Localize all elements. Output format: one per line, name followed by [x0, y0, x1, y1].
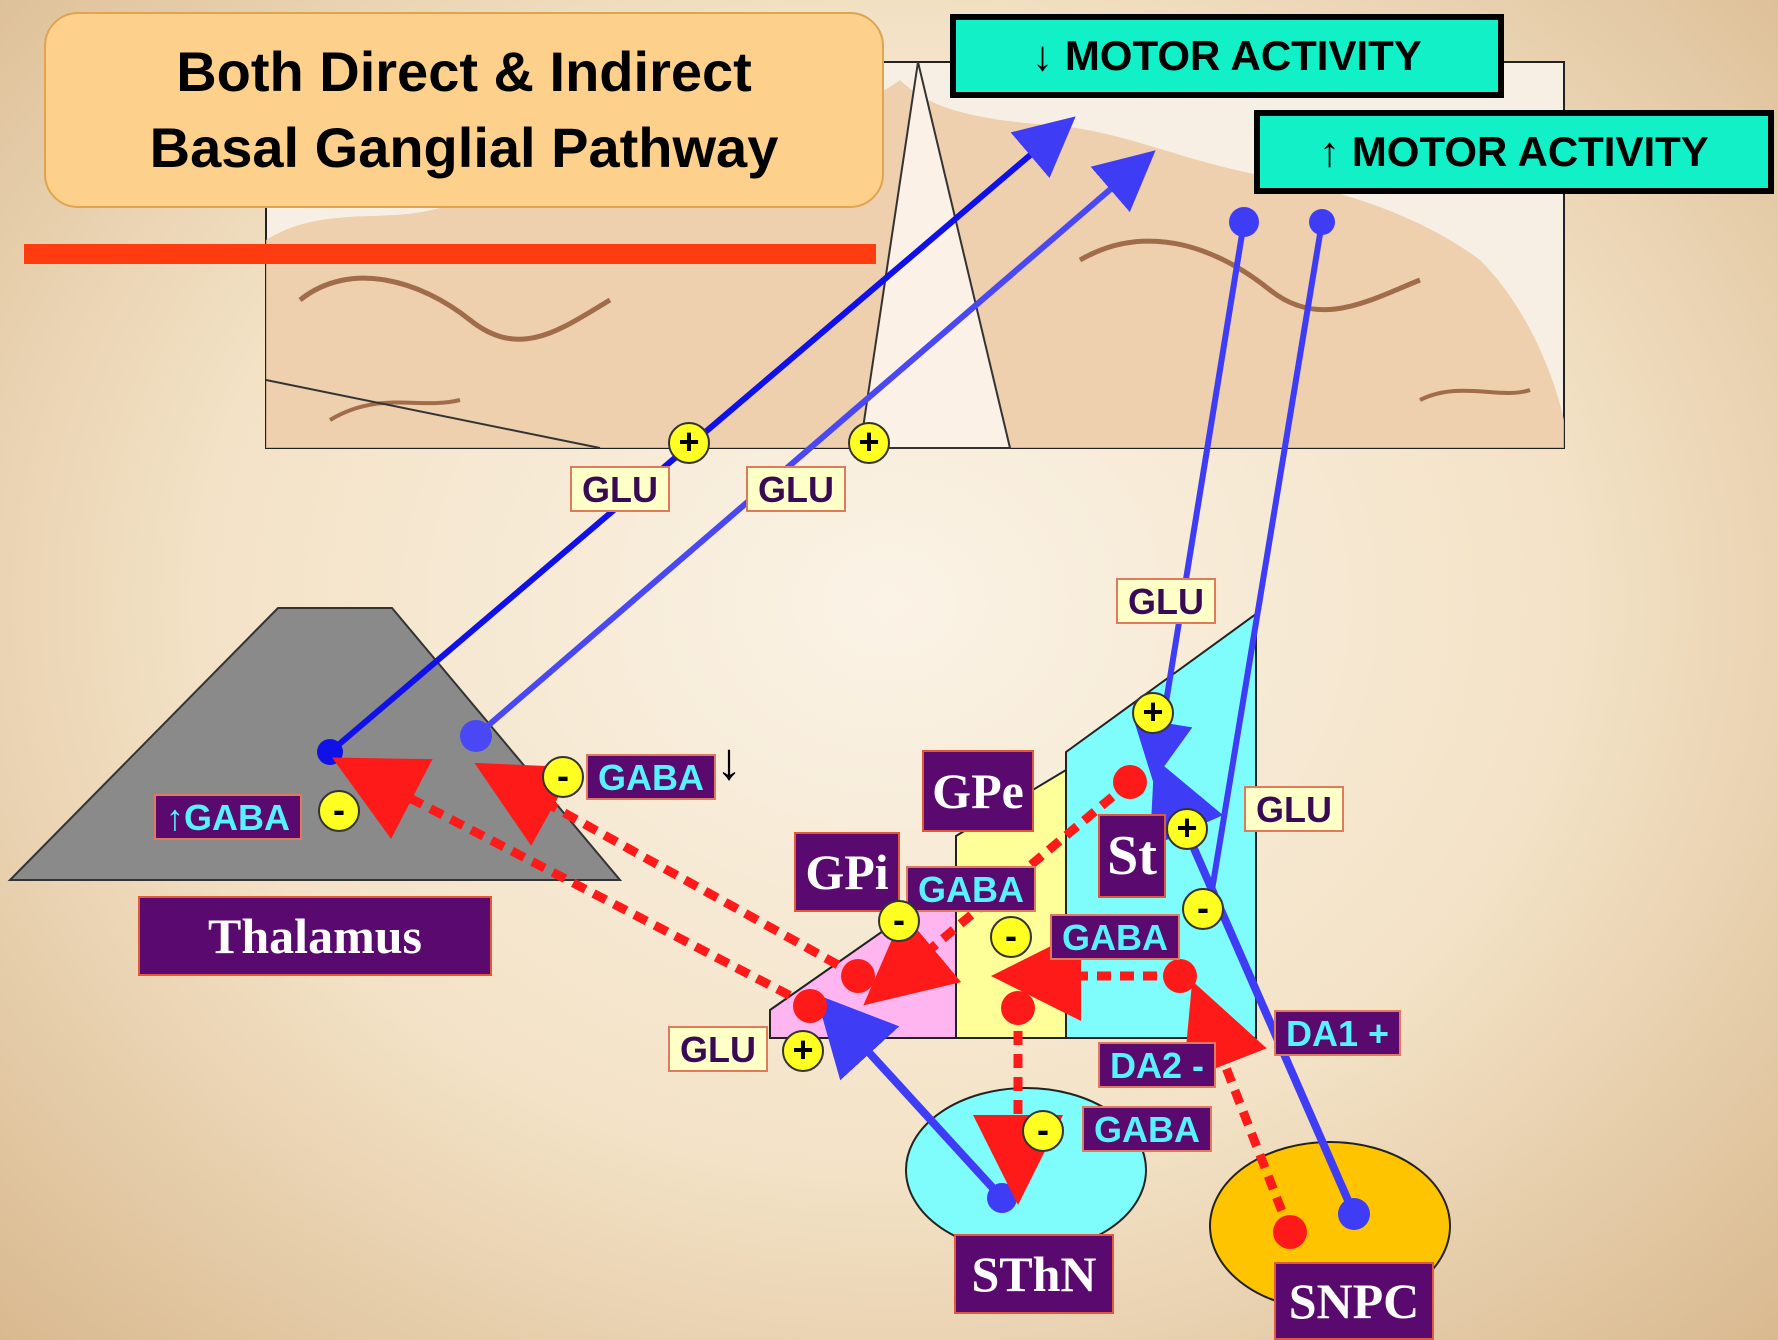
- plus-sign: +: [1166, 808, 1208, 850]
- da2-tag: DA2 -: [1098, 1042, 1216, 1088]
- minus-sign: -: [542, 756, 584, 798]
- glu-tag: GLU: [1116, 578, 1216, 624]
- terminal-red: [1113, 765, 1147, 799]
- gaba-tag: GABA: [1082, 1106, 1212, 1152]
- minus-sign: -: [1022, 1110, 1064, 1152]
- plus-sign: +: [1132, 692, 1174, 734]
- gaba-tag: ↑GABA: [154, 794, 302, 840]
- sthn-label: SThN: [954, 1234, 1114, 1314]
- terminal-blue: [460, 720, 492, 752]
- glu-tag: GLU: [668, 1026, 768, 1072]
- minus-sign: -: [318, 790, 360, 832]
- terminal-red: [1163, 959, 1197, 993]
- gaba-tag: GABA: [1050, 914, 1180, 960]
- thalamus-shape: [10, 608, 620, 880]
- terminal-red: [1001, 991, 1035, 1025]
- minus-sign: -: [990, 916, 1032, 958]
- glu-tag: GLU: [570, 466, 670, 512]
- title-banner: Both Direct & Indirect Basal Ganglial Pa…: [44, 12, 884, 208]
- thalamus-label: Thalamus: [138, 896, 492, 976]
- st-label: St: [1098, 814, 1166, 898]
- gpi-label: GPi: [794, 832, 900, 912]
- terminal-red: [793, 989, 827, 1023]
- glu-tag: GLU: [746, 466, 846, 512]
- terminal-blue: [1309, 209, 1335, 235]
- terminal-blue: [317, 739, 343, 765]
- gaba-tag: GABA: [586, 754, 716, 800]
- title-underline: [24, 244, 876, 264]
- motor-activity-decrease-box: ↓ MOTOR ACTIVITY: [950, 14, 1504, 98]
- title-line-1: Both Direct & Indirect: [150, 34, 779, 110]
- title-line-2: Basal Ganglial Pathway: [150, 110, 779, 186]
- snpc-label: SNPC: [1274, 1262, 1434, 1340]
- da1-tag: DA1 +: [1274, 1010, 1401, 1056]
- glu-tag: GLU: [1244, 786, 1344, 832]
- plus-sign: +: [848, 422, 890, 464]
- plus-sign: +: [782, 1030, 824, 1072]
- gaba-tag: GABA: [906, 866, 1036, 912]
- motor-activity-increase-box: ↑ MOTOR ACTIVITY: [1254, 110, 1774, 194]
- plus-sign: +: [668, 422, 710, 464]
- terminal-blue: [987, 1183, 1017, 1213]
- minus-sign: -: [1182, 888, 1224, 930]
- minus-sign: -: [878, 900, 920, 942]
- terminal-red: [1273, 1215, 1307, 1249]
- gpe-label: GPe: [922, 750, 1034, 832]
- terminal-red: [841, 959, 875, 993]
- terminal-blue: [1229, 207, 1259, 237]
- decrease-arrow: ↓: [716, 736, 742, 788]
- terminal-blue: [1338, 1198, 1370, 1230]
